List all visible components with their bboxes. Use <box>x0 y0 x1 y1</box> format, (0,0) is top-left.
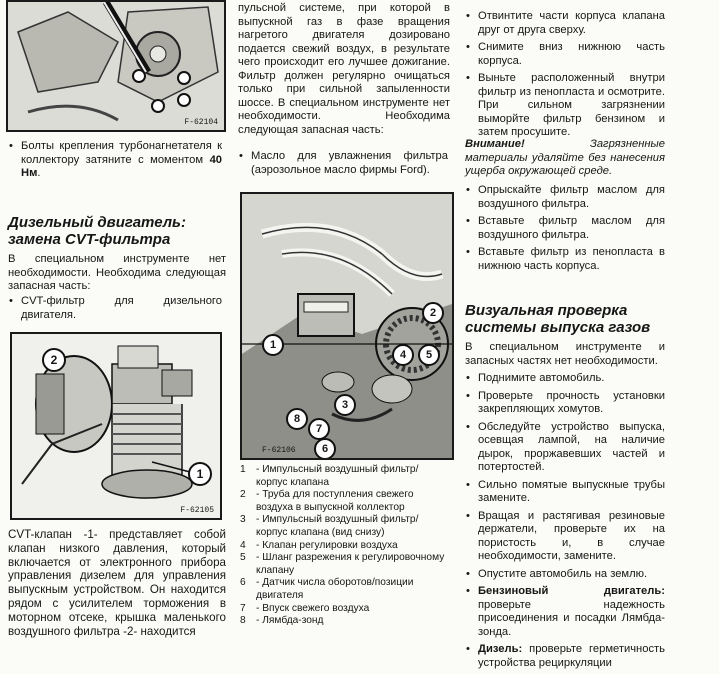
callout-2: 2 <box>42 348 66 372</box>
figure-tag: F-62106 <box>262 446 296 455</box>
figure-impulse-air-system: 1 2 3 4 5 6 7 8 F-62106 <box>240 192 454 460</box>
torque-list: Болты крепления турбонагнетателя к колле… <box>8 140 222 185</box>
list-item: Обследуйте устройство выпуска, осевщая л… <box>465 421 665 475</box>
list-item: Поднимите автомобиль. <box>465 372 665 386</box>
turbo-bolts-drawing <box>8 2 224 130</box>
list-item: Отвинтите части корпуса клапана друг от … <box>465 10 665 37</box>
legend-item: 3- Импульсный воздушный фильтр/ корпус к… <box>240 514 419 538</box>
cvt-valve-drawing <box>12 334 220 518</box>
list-item: Опустите автомобиль на землю. <box>465 568 665 582</box>
impulse-system-drawing <box>242 194 452 458</box>
legend-item: 1- Импульсный воздушный фильтр/ корпус к… <box>240 464 419 488</box>
legend-item: 6- Датчик числа оборотов/позиции двигате… <box>240 577 414 601</box>
list-item: Бензиновый двигатель: проверьте надежнос… <box>465 585 665 639</box>
list-item: Дизель: проверьте герметичность устройст… <box>465 643 665 670</box>
callout-1: 1 <box>188 462 212 486</box>
warning-note: Внимание! Загрязненные материалы удаляйт… <box>465 138 665 177</box>
callout-4: 4 <box>392 344 414 366</box>
list-item: Масло для увлажнения фильтра (аэрозольно… <box>238 150 448 177</box>
figure-tag: F-62105 <box>180 506 214 515</box>
list-item: Вставьте фильтр маслом для воздушного фи… <box>465 215 665 242</box>
section-body: CVT-клапан -1- представляет собой клапан… <box>8 528 226 638</box>
steps-list-bottom: Поднимите автомобиль. Проверьте прочност… <box>465 372 665 674</box>
callout-8: 8 <box>286 408 308 430</box>
parts-list: Масло для увлажнения фильтра (аэрозольно… <box>238 150 448 181</box>
callout-5: 5 <box>418 344 440 366</box>
callout-3: 3 <box>334 394 356 416</box>
legend-item: 5- Шланг разрежения к регулировочному кл… <box>240 552 445 576</box>
figure-cvt-valve: 2 1 F-62105 <box>10 332 222 520</box>
list-item: Вращая и растягивая резиновые держатели,… <box>465 510 665 564</box>
section-diesel-cvt: Дизельный двигатель:замена CVT-фильтра <box>8 214 226 248</box>
steps-list-top: Отвинтите части корпуса клапана друг от … <box>465 10 665 144</box>
torque-text: Болты крепления турбонагнетателя к колле… <box>21 140 222 166</box>
section-title: Дизельный двигатель:замена CVT-фильтра <box>8 214 186 248</box>
parts-list: CVT-фильтр для дизельного двигателя. <box>8 295 222 326</box>
list-item: Вставьте фильтр из пенопласта в нижнюю ч… <box>465 246 665 273</box>
callout-1: 1 <box>262 334 284 356</box>
legend-item: 4- Клапан регулировки воздуха <box>240 539 398 551</box>
callout-2: 2 <box>422 302 444 324</box>
list-item: Сильно помятые выпускные трубы замените. <box>465 479 665 506</box>
section-intro: В специальном инструменте нет необходимо… <box>8 253 226 292</box>
figure-turbo-bolts: F-62104 <box>6 0 226 132</box>
body-paragraph: пульсной системе, при которой в выпускно… <box>238 2 450 136</box>
callout-7: 7 <box>308 418 330 440</box>
list-item: Опрыскайте фильтр маслом для воздушного … <box>465 184 665 211</box>
list-item: Снимите вниз нижнюю часть корпуса. <box>465 41 665 68</box>
list-item: Болты крепления турбонагнетателя к колле… <box>8 140 222 181</box>
figure-legend: 1- Импульсный воздушный фильтр/ корпус к… <box>240 464 452 628</box>
list-item: Проверьте прочность установки закрепляющ… <box>465 390 665 417</box>
legend-item: 7- Впуск свежего воздуха <box>240 602 370 614</box>
callout-6: 6 <box>314 438 336 458</box>
steps-list-mid: Опрыскайте фильтр маслом для воздушного … <box>465 184 665 277</box>
section-intro: В специальном инструменте и запасных час… <box>465 341 665 367</box>
legend-item: 2- Труба для поступления свежего воздуха… <box>240 489 414 513</box>
legend-item: 8- Лямбда-зонд <box>240 615 324 627</box>
list-item: Выньте расположенный внутри фильтр из пе… <box>465 72 665 140</box>
figure-tag: F-62104 <box>184 118 218 127</box>
list-item: CVT-фильтр для дизельного двигателя. <box>8 295 222 322</box>
torque-value: 40 Нм <box>21 153 223 180</box>
